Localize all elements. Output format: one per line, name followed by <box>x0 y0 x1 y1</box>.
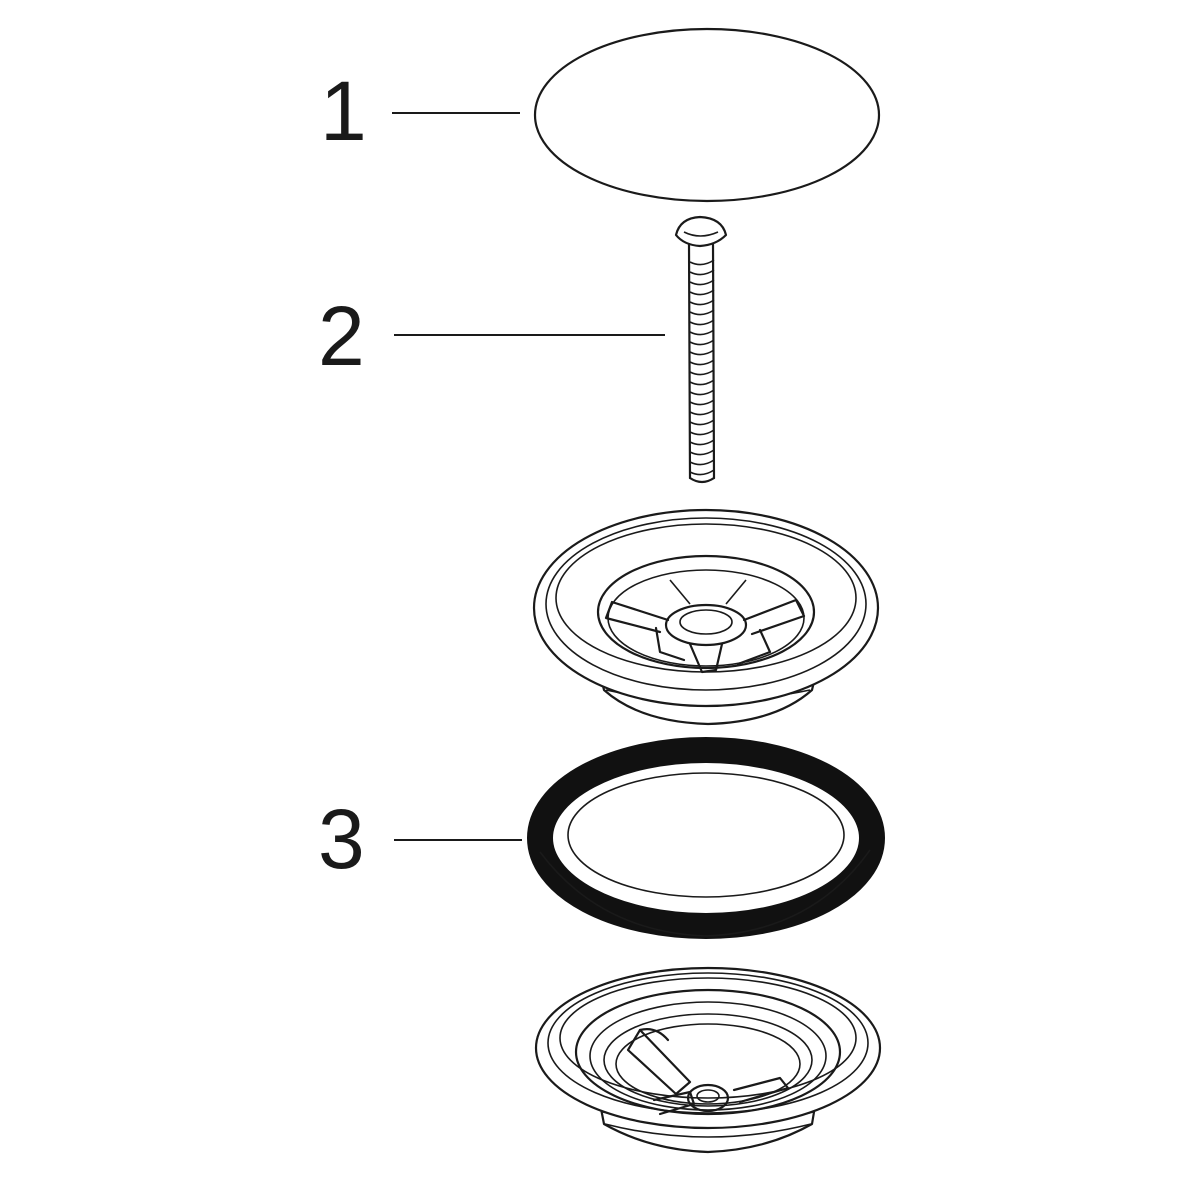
drain-body <box>534 966 882 1154</box>
stopper-cap <box>533 27 881 203</box>
callout-number-2: 2 <box>318 289 365 383</box>
callout-number-3: 3 <box>318 792 365 886</box>
sealing-ring <box>527 737 885 939</box>
callout-1: 1 <box>320 64 520 158</box>
callout-number-1: 1 <box>320 64 367 158</box>
strainer-basket <box>532 508 880 726</box>
screw <box>674 215 728 484</box>
callout-2: 2 <box>318 289 665 383</box>
callout-3: 3 <box>318 792 522 886</box>
